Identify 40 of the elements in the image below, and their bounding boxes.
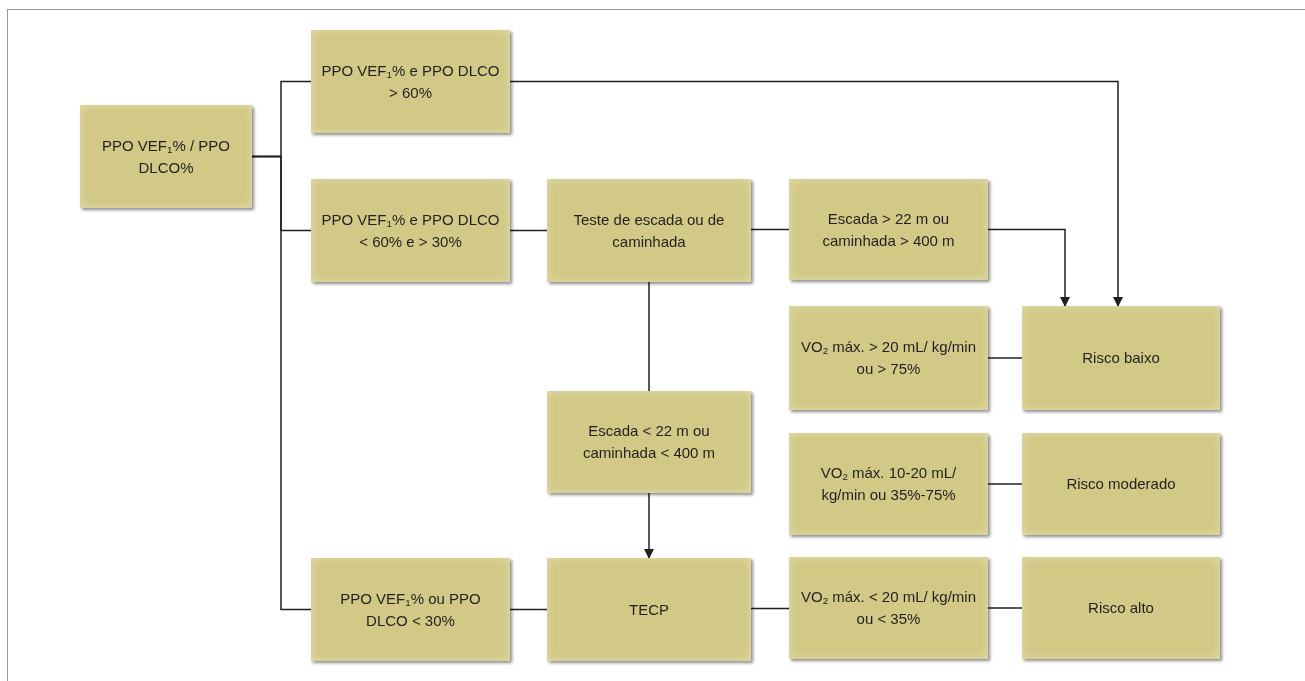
connector-line — [750, 607, 790, 610]
box-text: VO$_{2}$ máx. < 20 mL/ kg/min ou < 35% — [799, 587, 978, 629]
process-box — [547, 558, 751, 661]
process-box — [789, 179, 988, 280]
process-box — [311, 179, 510, 282]
box-text: Escada < 22 m ou caminhada < 400 m — [581, 421, 717, 463]
arrow — [644, 492, 654, 559]
box-text: Risco moderado — [1066, 474, 1176, 495]
process-box — [311, 30, 510, 133]
process-box — [1022, 306, 1220, 410]
process-box — [80, 105, 252, 208]
connector-line — [509, 229, 548, 232]
box-text: PPO VEF$_{1}$% ou PPO DLCO < 30% — [339, 588, 482, 631]
connector-line — [987, 607, 1023, 609]
connector-line — [987, 483, 1023, 485]
arrow — [509, 80, 1123, 307]
process-box — [311, 558, 510, 661]
box-text: VO$_{2}$ máx. 10-20 mL/ kg/min ou 35%-75% — [819, 463, 958, 505]
process-box — [789, 306, 988, 410]
connector-line — [509, 608, 548, 611]
process-box — [789, 433, 988, 535]
box-text: PPO VEF$_{1}$% / PPO DLCO% — [101, 135, 231, 178]
connector-line — [987, 357, 1023, 359]
connector-line — [750, 228, 790, 231]
box-text: Risco alto — [1088, 598, 1154, 619]
process-box — [789, 557, 988, 659]
process-box — [1022, 557, 1220, 659]
box-text: Escada > 22 m ou caminhada > 400 m — [821, 208, 956, 251]
arrow — [987, 228, 1070, 307]
box-text: PPO VEF$_{1}$% e PPO DLCO < 60% e > 30% — [321, 209, 500, 252]
connector-line — [251, 155, 312, 611]
box-text: VO$_{2}$ máx. > 20 mL/ kg/min ou > 75% — [799, 337, 978, 379]
box-text: Risco baixo — [1082, 348, 1160, 369]
process-box — [1022, 433, 1220, 535]
box-text: Teste de escada ou de caminhada — [572, 209, 726, 252]
box-text: PPO VEF$_{1}$% e PPO DLCO > 60% — [321, 60, 500, 103]
process-box — [547, 391, 751, 493]
box-text: TECP — [629, 599, 669, 620]
connector-line — [648, 281, 650, 392]
process-box — [547, 179, 751, 282]
